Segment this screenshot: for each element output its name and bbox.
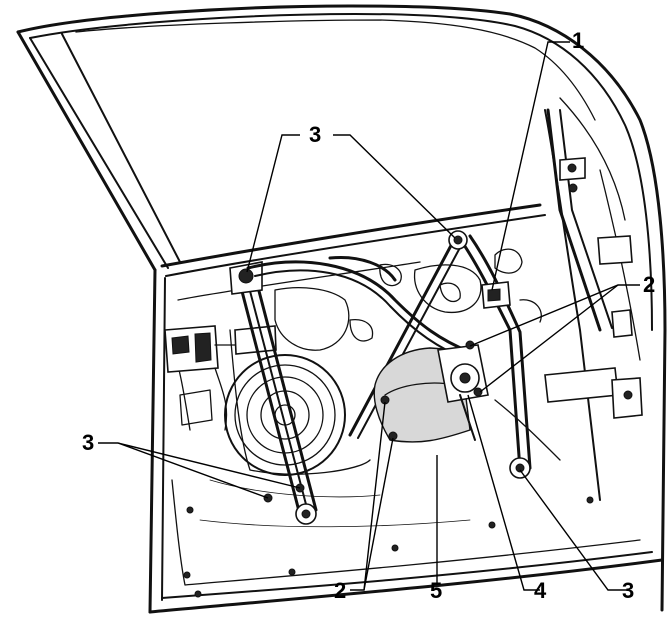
- callout-3-top: 3: [309, 122, 322, 147]
- regulator-motor: [373, 344, 489, 443]
- leader-lines: [98, 41, 640, 591]
- window-channel-right: [544, 108, 643, 419]
- callout-2-right: 2: [643, 272, 656, 297]
- fasteners: [183, 340, 594, 598]
- callout-1: 1: [572, 28, 585, 53]
- callout-3-left: 3: [82, 430, 95, 455]
- door-frame: [16, 4, 667, 614]
- speaker: [224, 354, 346, 476]
- callout-3-bottom: 3: [622, 578, 635, 603]
- regulator-right-rail: [348, 230, 532, 479]
- callout-2-bottom: 2: [334, 578, 347, 603]
- regulator-left-rail: [229, 261, 318, 525]
- callout-5: 5: [430, 578, 443, 603]
- callout-4: 4: [534, 578, 547, 603]
- regulator-cable-upper: [246, 255, 472, 361]
